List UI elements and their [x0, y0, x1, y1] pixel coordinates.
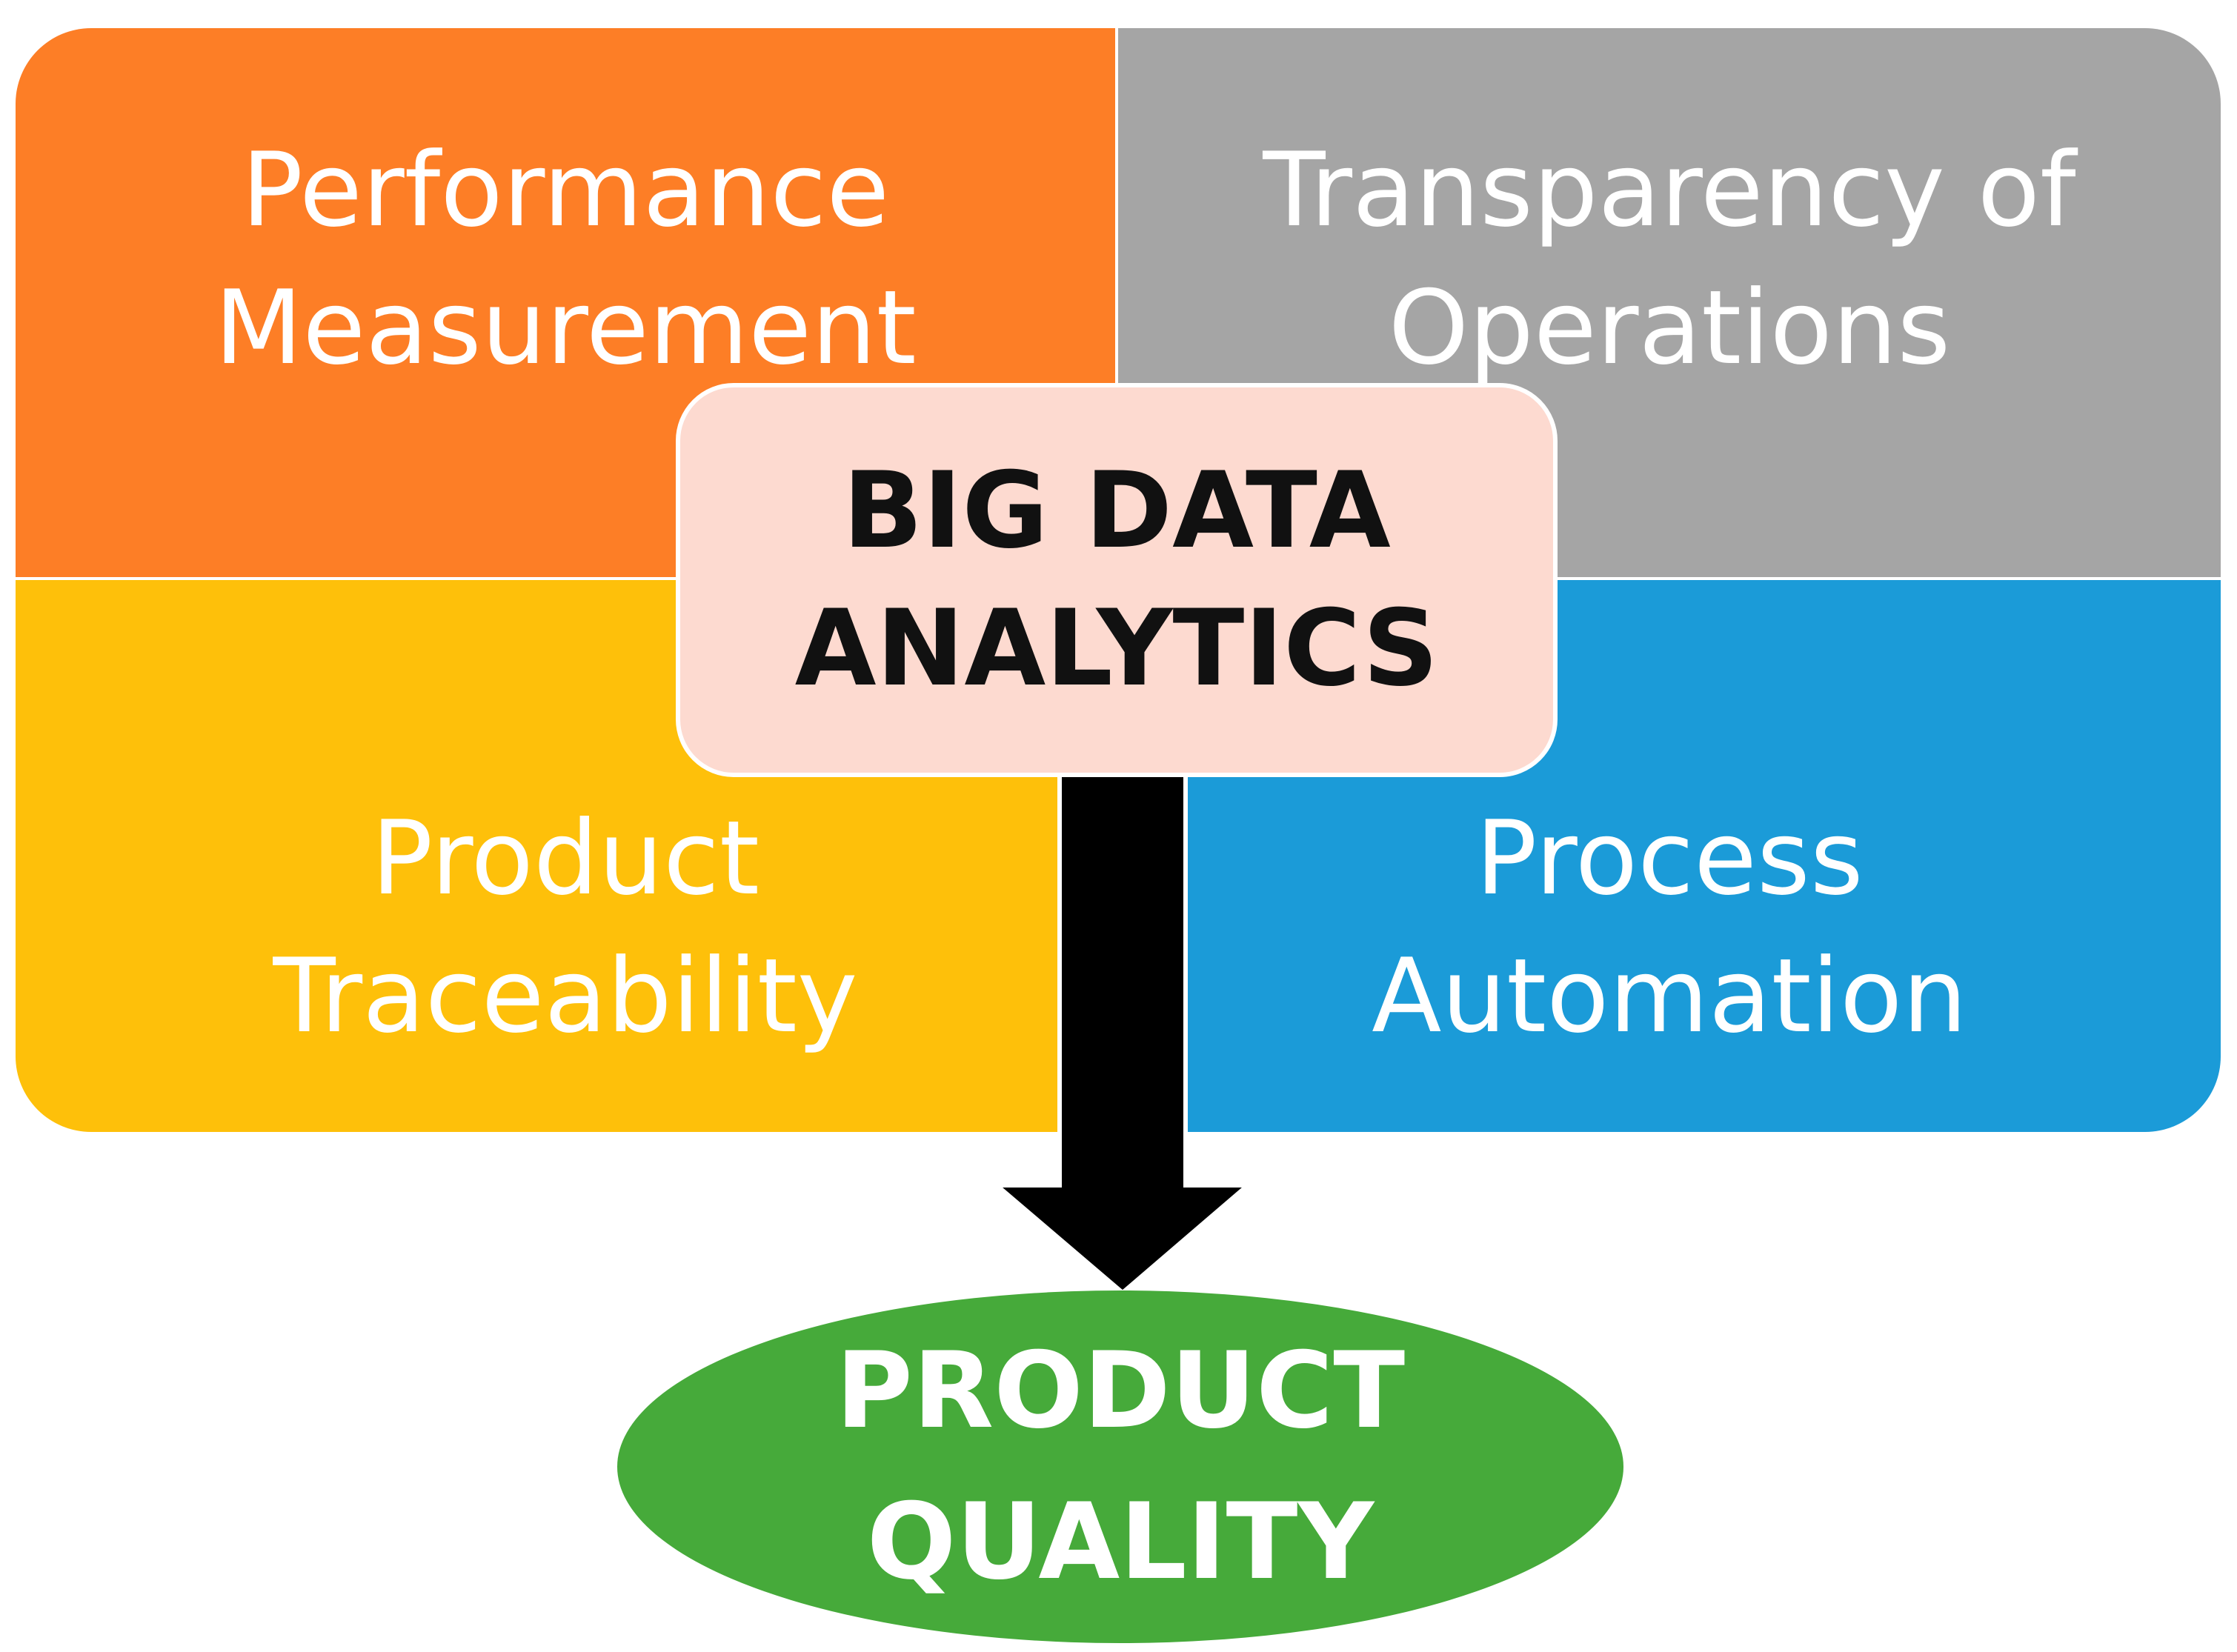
outcome-label-line2: QUALITY — [866, 1481, 1375, 1603]
quadrant-label-line1: Process — [1475, 799, 1864, 918]
quadrant-label: Product Traceability — [16, 790, 1115, 1065]
quadrant-label: Performance Measurement — [16, 121, 1115, 397]
quadrant-label-line2: Automation — [1372, 936, 1967, 1056]
outcome-label-line1: PRODUCT — [835, 1330, 1406, 1452]
center-box-big-data-analytics: BIG DATA ANALYTICS — [676, 383, 1558, 777]
quadrant-label-line1: Transparency of — [1263, 130, 2076, 250]
center-label-line2: ANALYTICS — [794, 587, 1439, 710]
outcome-ellipse-product-quality: PRODUCT QUALITY — [617, 1290, 1623, 1643]
quadrant-label-line2: Traceability — [273, 936, 858, 1056]
quadrant-label-line2: Operations — [1388, 268, 1951, 387]
quadrant-label: Transparency of Operations — [1118, 121, 2221, 397]
quadrant-label: Process Automation — [1118, 790, 2221, 1065]
quadrant-label-line1: Product — [371, 799, 759, 918]
quadrant-transparency-of-operations: Transparency of Operations — [1118, 28, 2221, 580]
quadrant-label-line2: Measurement — [214, 268, 917, 387]
center-label-line1: BIG DATA — [842, 450, 1391, 572]
quadrant-label-line1: Performance — [241, 130, 890, 250]
quadrant-performance-measurement: Performance Measurement — [16, 28, 1118, 580]
